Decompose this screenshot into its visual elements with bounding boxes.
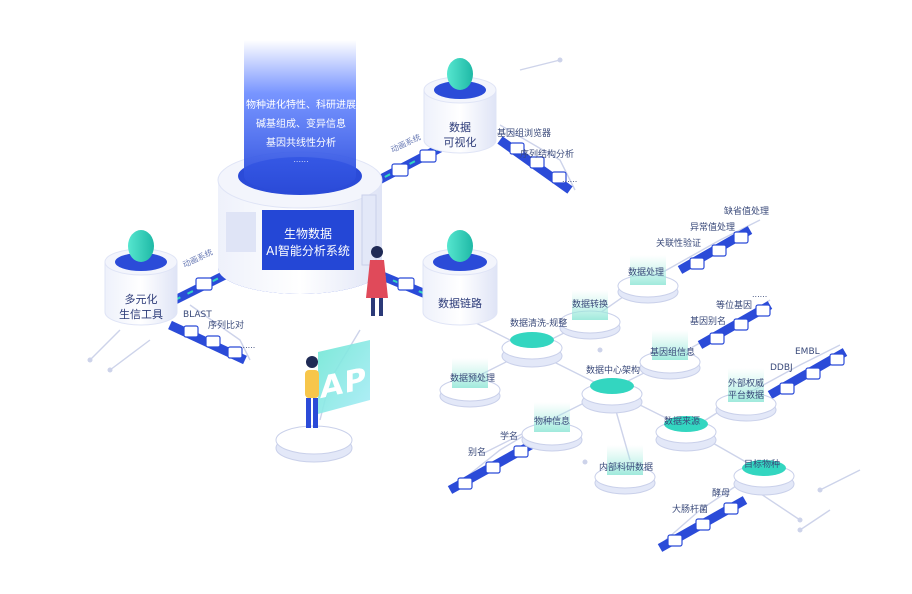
beam-line-1: 物种进化特性、科研进展: [246, 101, 356, 111]
beam-ellipsis: ......: [246, 156, 356, 164]
label-alias: 别名: [468, 449, 486, 458]
node-data-processing: 数据处理: [628, 269, 664, 278]
label-embl: EMBL: [795, 348, 820, 357]
link-tower-label: 数据链路: [430, 297, 490, 312]
label-yeast: 酵母: [712, 490, 730, 499]
system-title-line-1: 生物数据: [262, 226, 354, 243]
tools-tower-label: 多元化 生信工具: [111, 293, 171, 323]
node-genome-info: 基因组信息: [650, 349, 695, 358]
disc-data-center: [582, 378, 642, 413]
label-genome-browser: 基因组浏览器: [497, 130, 551, 139]
node-external-data: 外部权威 平台数据: [728, 378, 764, 402]
coin-icon: [128, 230, 154, 262]
ellipsis-genome: ......: [752, 291, 767, 299]
beam-line-2: 碱基组成、变异信息: [246, 120, 356, 130]
disc-data-processing: [618, 255, 678, 303]
viz-tower-label: 数据 可视化: [430, 121, 490, 151]
label-allele: 等位基因: [716, 302, 752, 311]
label-sequence-alignment: 序列比对: [208, 322, 244, 331]
ellipsis-viz: ......: [562, 176, 577, 184]
disc-data-cleaning: [502, 332, 562, 367]
disc-data-transform: [560, 290, 620, 339]
coin-icon: [447, 230, 473, 262]
label-outlier: 异常值处理: [690, 224, 735, 233]
label-missing-value: 缺省值处理: [724, 208, 769, 217]
node-internal-data: 内部科研数据: [599, 464, 653, 473]
ellipsis-tools: ......: [240, 342, 255, 350]
node-species-info: 物种信息: [534, 418, 570, 427]
node-data-preprocess: 数据预处理: [450, 375, 495, 384]
beam-line-3: 基因共线性分析: [246, 139, 356, 149]
label-sequence-structure: 序列结构分析: [520, 151, 574, 160]
coin-icon: [447, 58, 473, 90]
label-correlation: 关联性验证: [656, 240, 701, 249]
node-data-source: 数据来源: [664, 418, 700, 427]
label-blast: BLAST: [183, 311, 212, 320]
node-target-species: 目标物种: [744, 461, 780, 470]
label-ddbj: DDBJ: [770, 364, 793, 373]
system-title-line-2: AI智能分析系统: [262, 243, 354, 260]
label-scientific-name: 学名: [500, 433, 518, 442]
node-data-transform: 数据转换: [572, 301, 608, 310]
system-title: 生物数据 AI智能分析系统: [262, 226, 354, 261]
label-gene-alias: 基因别名: [690, 318, 726, 327]
node-data-center: 数据中心架构: [586, 367, 640, 376]
node-data-cleaning: 数据清洗-规整: [510, 320, 567, 329]
label-ecoli: 大肠杆菌: [672, 506, 708, 515]
light-beam: [244, 40, 356, 192]
person-icon: [305, 356, 319, 428]
